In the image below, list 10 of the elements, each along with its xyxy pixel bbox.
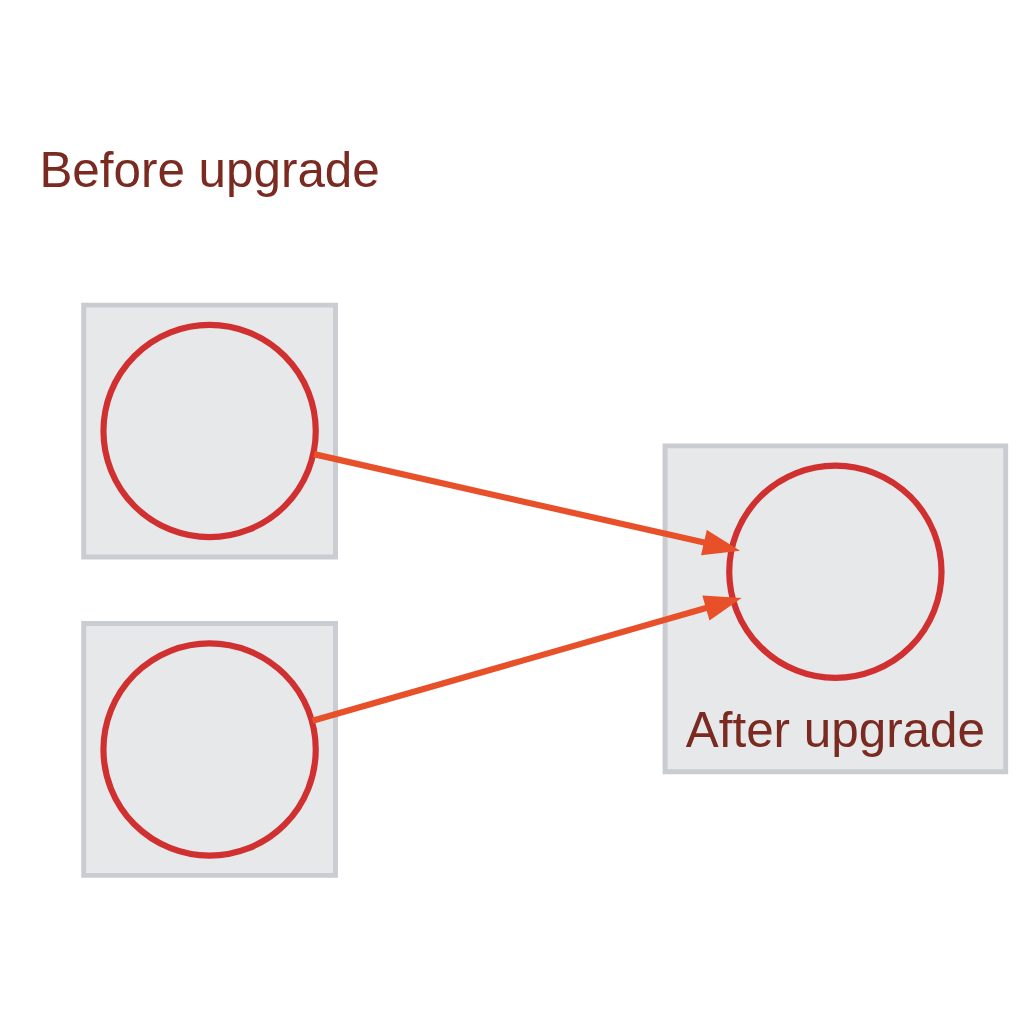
cluster — [81, 620, 338, 878]
arrow — [313, 450, 741, 555]
arrow — [311, 595, 742, 724]
node-circle — [100, 639, 319, 859]
cluster — [662, 442, 1009, 774]
node-circle — [100, 321, 319, 540]
node-label: After upgrade — [685, 701, 985, 757]
node-circle — [726, 462, 945, 681]
label: Before upgrade — [39, 141, 380, 197]
cluster — [81, 302, 338, 559]
